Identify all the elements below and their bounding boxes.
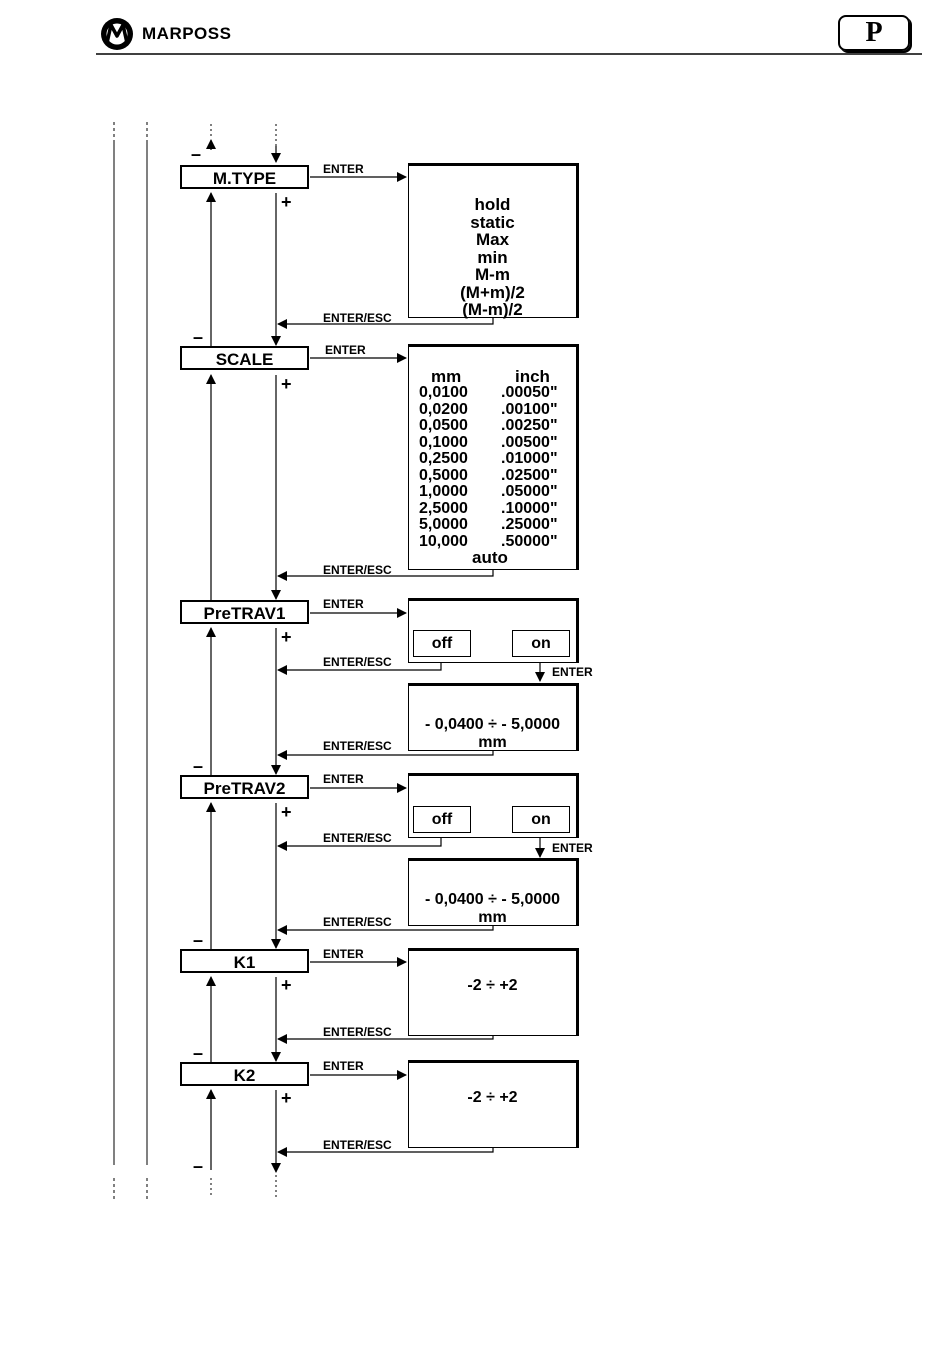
plus-sign: + [281,1088,292,1108]
scale-inch-value: .25000" [501,516,558,533]
plus-sign: + [281,627,292,647]
scale-inch-value: .05000" [501,483,558,500]
enter-esc-label: ENTER/ESC [323,915,392,929]
enter-label: ENTER [323,772,364,786]
mtype-option: static [470,212,515,232]
scale-mm-value: 5,0000 [419,516,468,533]
enter-label: ENTER [323,947,364,961]
scale-mm-value: 10,000 [419,532,468,550]
brand-name: MARPOSS [142,24,232,43]
scale-mm-value: 2,5000 [419,499,468,517]
mtype-option: M-m [475,265,510,284]
mtype-option: min [477,247,508,267]
scale-inch-header: inch [515,367,550,386]
mtype-option: hold [474,195,511,214]
pretrav1-on-option: on [512,630,570,657]
scale-mm-value: 0,5000 [419,466,468,484]
k1-range-panel: -2 ÷ +2 [408,948,579,1036]
k2-range: -2 ÷ +2 [467,1089,518,1106]
scale-inch-value: .01000" [501,450,558,467]
scale-mm-value: 0,1000 [419,433,468,451]
scale-inch-value: .02500" [501,466,558,484]
minus-sign: – [193,327,204,347]
enter-esc-label: ENTER/ESC [323,1138,392,1152]
scale-mm-value: 1,0000 [419,483,468,500]
pretrav1-range: - 0,0400 ÷ - 5,0000 [424,716,561,733]
k1-range: -2 ÷ +2 [467,977,518,994]
scale-auto: auto [472,548,508,567]
menu-scale: SCALE [180,346,309,370]
menu-mtype: M.TYPE [180,165,309,189]
pretrav2-off-option: off [413,806,471,833]
pretrav2-on-option: on [512,806,570,833]
enter-esc-label: ENTER/ESC [323,739,392,753]
minus-sign: – [193,756,204,776]
pretrav1-range-panel: - 0,0400 ÷ - 5,0000 mm [408,683,579,751]
enter-label: ENTER [552,841,593,855]
marposs-logo-icon [101,18,133,50]
pretrav1-off-option: off [413,630,471,657]
minus-sign: – [193,1156,204,1176]
menu-pretrav1: PreTRAV1 [180,600,309,624]
minus-sign: – [193,1043,204,1063]
menu-k1: K1 [180,949,309,973]
scale-inch-value: .00100" [501,400,558,418]
scale-mm-header: mm [431,367,462,386]
enter-label: ENTER [323,162,364,176]
scale-mm-value: 0,2500 [419,450,468,467]
mtype-option: (M-m)/2 [462,300,523,319]
plus-sign: + [281,374,292,394]
mtype-option: (M+m)/2 [460,282,525,302]
enter-esc-label: ENTER/ESC [323,831,392,845]
page-section-badge: P [838,15,910,51]
enter-label: ENTER [552,665,593,679]
plus-sign: + [281,802,292,822]
enter-label: ENTER [323,597,364,611]
scale-mm-value: 0,0500 [419,417,468,434]
scale-inch-value: .00250" [501,417,558,434]
minus-sign: – [193,930,204,950]
mtype-option: Max [475,230,510,249]
pretrav2-range: - 0,0400 ÷ - 5,0000 [424,891,561,908]
scale-mm-value: 0,0100 [419,384,468,401]
enter-label: ENTER [325,343,366,357]
scale-inch-value: .50000" [501,532,558,550]
scale-inch-value: .00050" [501,384,558,401]
pretrav2-range-panel: - 0,0400 ÷ - 5,0000 mm [408,858,579,926]
scale-mm-value: 0,0200 [419,400,468,418]
plus-sign: + [281,975,292,995]
pretrav2-unit: mm [478,909,507,926]
scale-table-panel [408,344,579,570]
enter-esc-label: ENTER/ESC [323,1025,392,1039]
enter-esc-label: ENTER/ESC [323,655,392,669]
minus-sign: – [191,144,202,164]
enter-esc-label: ENTER/ESC [323,563,392,577]
k2-range-panel: -2 ÷ +2 [408,1060,579,1148]
enter-esc-label: ENTER/ESC [323,311,392,325]
enter-label: ENTER [323,1059,364,1073]
menu-pretrav2: PreTRAV2 [180,775,309,799]
pretrav1-unit: mm [478,734,507,751]
mtype-options-panel: hold static Max min M-m (M+m)/2 (M-m)/2 [408,163,579,318]
scale-inch-value: .10000" [501,499,558,517]
scale-inch-value: .00500" [501,433,558,451]
plus-sign: + [281,192,292,212]
menu-k2: K2 [180,1062,309,1086]
